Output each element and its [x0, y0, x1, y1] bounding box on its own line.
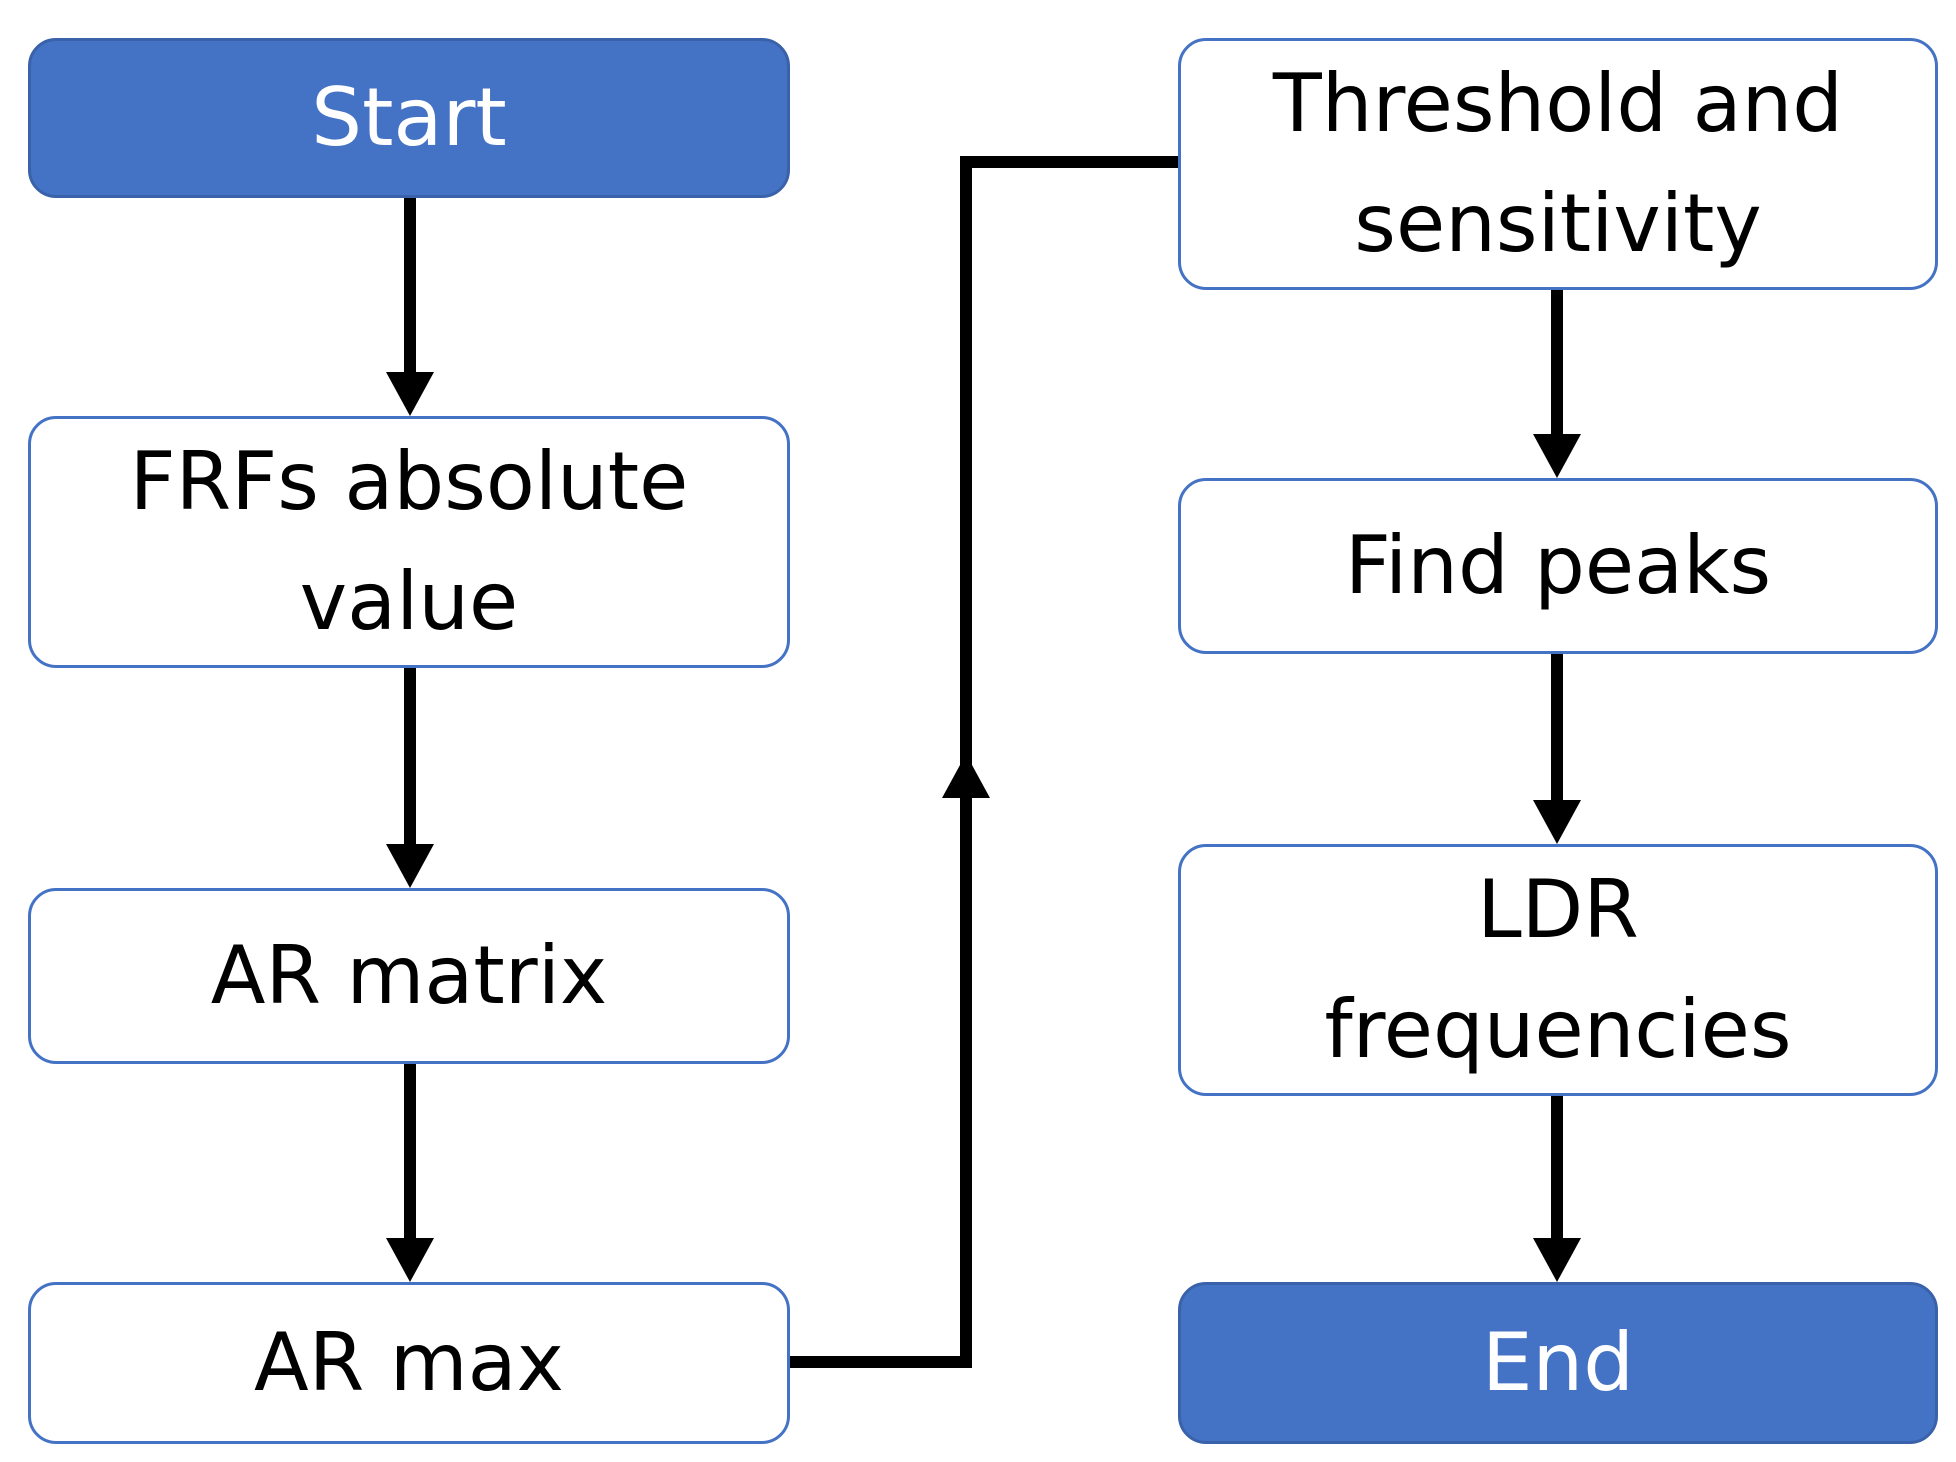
arrowhead-end	[1533, 1238, 1581, 1282]
ar-max-node: AR max	[28, 1282, 790, 1444]
ldr-frequencies-label: LDR frequencies	[1324, 863, 1792, 1076]
arrowhead-up	[942, 754, 990, 798]
find-peaks-node: Find peaks	[1178, 478, 1938, 654]
arrowhead-ar-matrix	[386, 844, 434, 888]
start-label: Start	[311, 71, 507, 164]
threshold-and-sensitivity-label: Threshold and sensitivity	[1272, 57, 1844, 270]
arrowhead-find-peaks	[1533, 434, 1581, 478]
end-label: End	[1481, 1316, 1635, 1409]
ar-matrix-label: AR matrix	[210, 929, 608, 1022]
ar-max-label: AR max	[253, 1316, 565, 1409]
end-node: End	[1178, 1282, 1938, 1444]
arrowhead-frfs	[386, 372, 434, 416]
start-node: Start	[28, 38, 790, 198]
find-peaks-label: Find peaks	[1344, 519, 1772, 612]
frfs-absolute-value-node: FRFs absolute value	[28, 416, 790, 668]
arrowhead-ar-max	[386, 1238, 434, 1282]
frfs-absolute-value-label: FRFs absolute value	[129, 435, 689, 648]
ar-matrix-node: AR matrix	[28, 888, 790, 1064]
ldr-frequencies-node: LDR frequencies	[1178, 844, 1938, 1096]
edge-ar-max-to-threshold	[790, 156, 1178, 1368]
arrowhead-ldr	[1533, 800, 1581, 844]
threshold-and-sensitivity-node: Threshold and sensitivity	[1178, 38, 1938, 290]
